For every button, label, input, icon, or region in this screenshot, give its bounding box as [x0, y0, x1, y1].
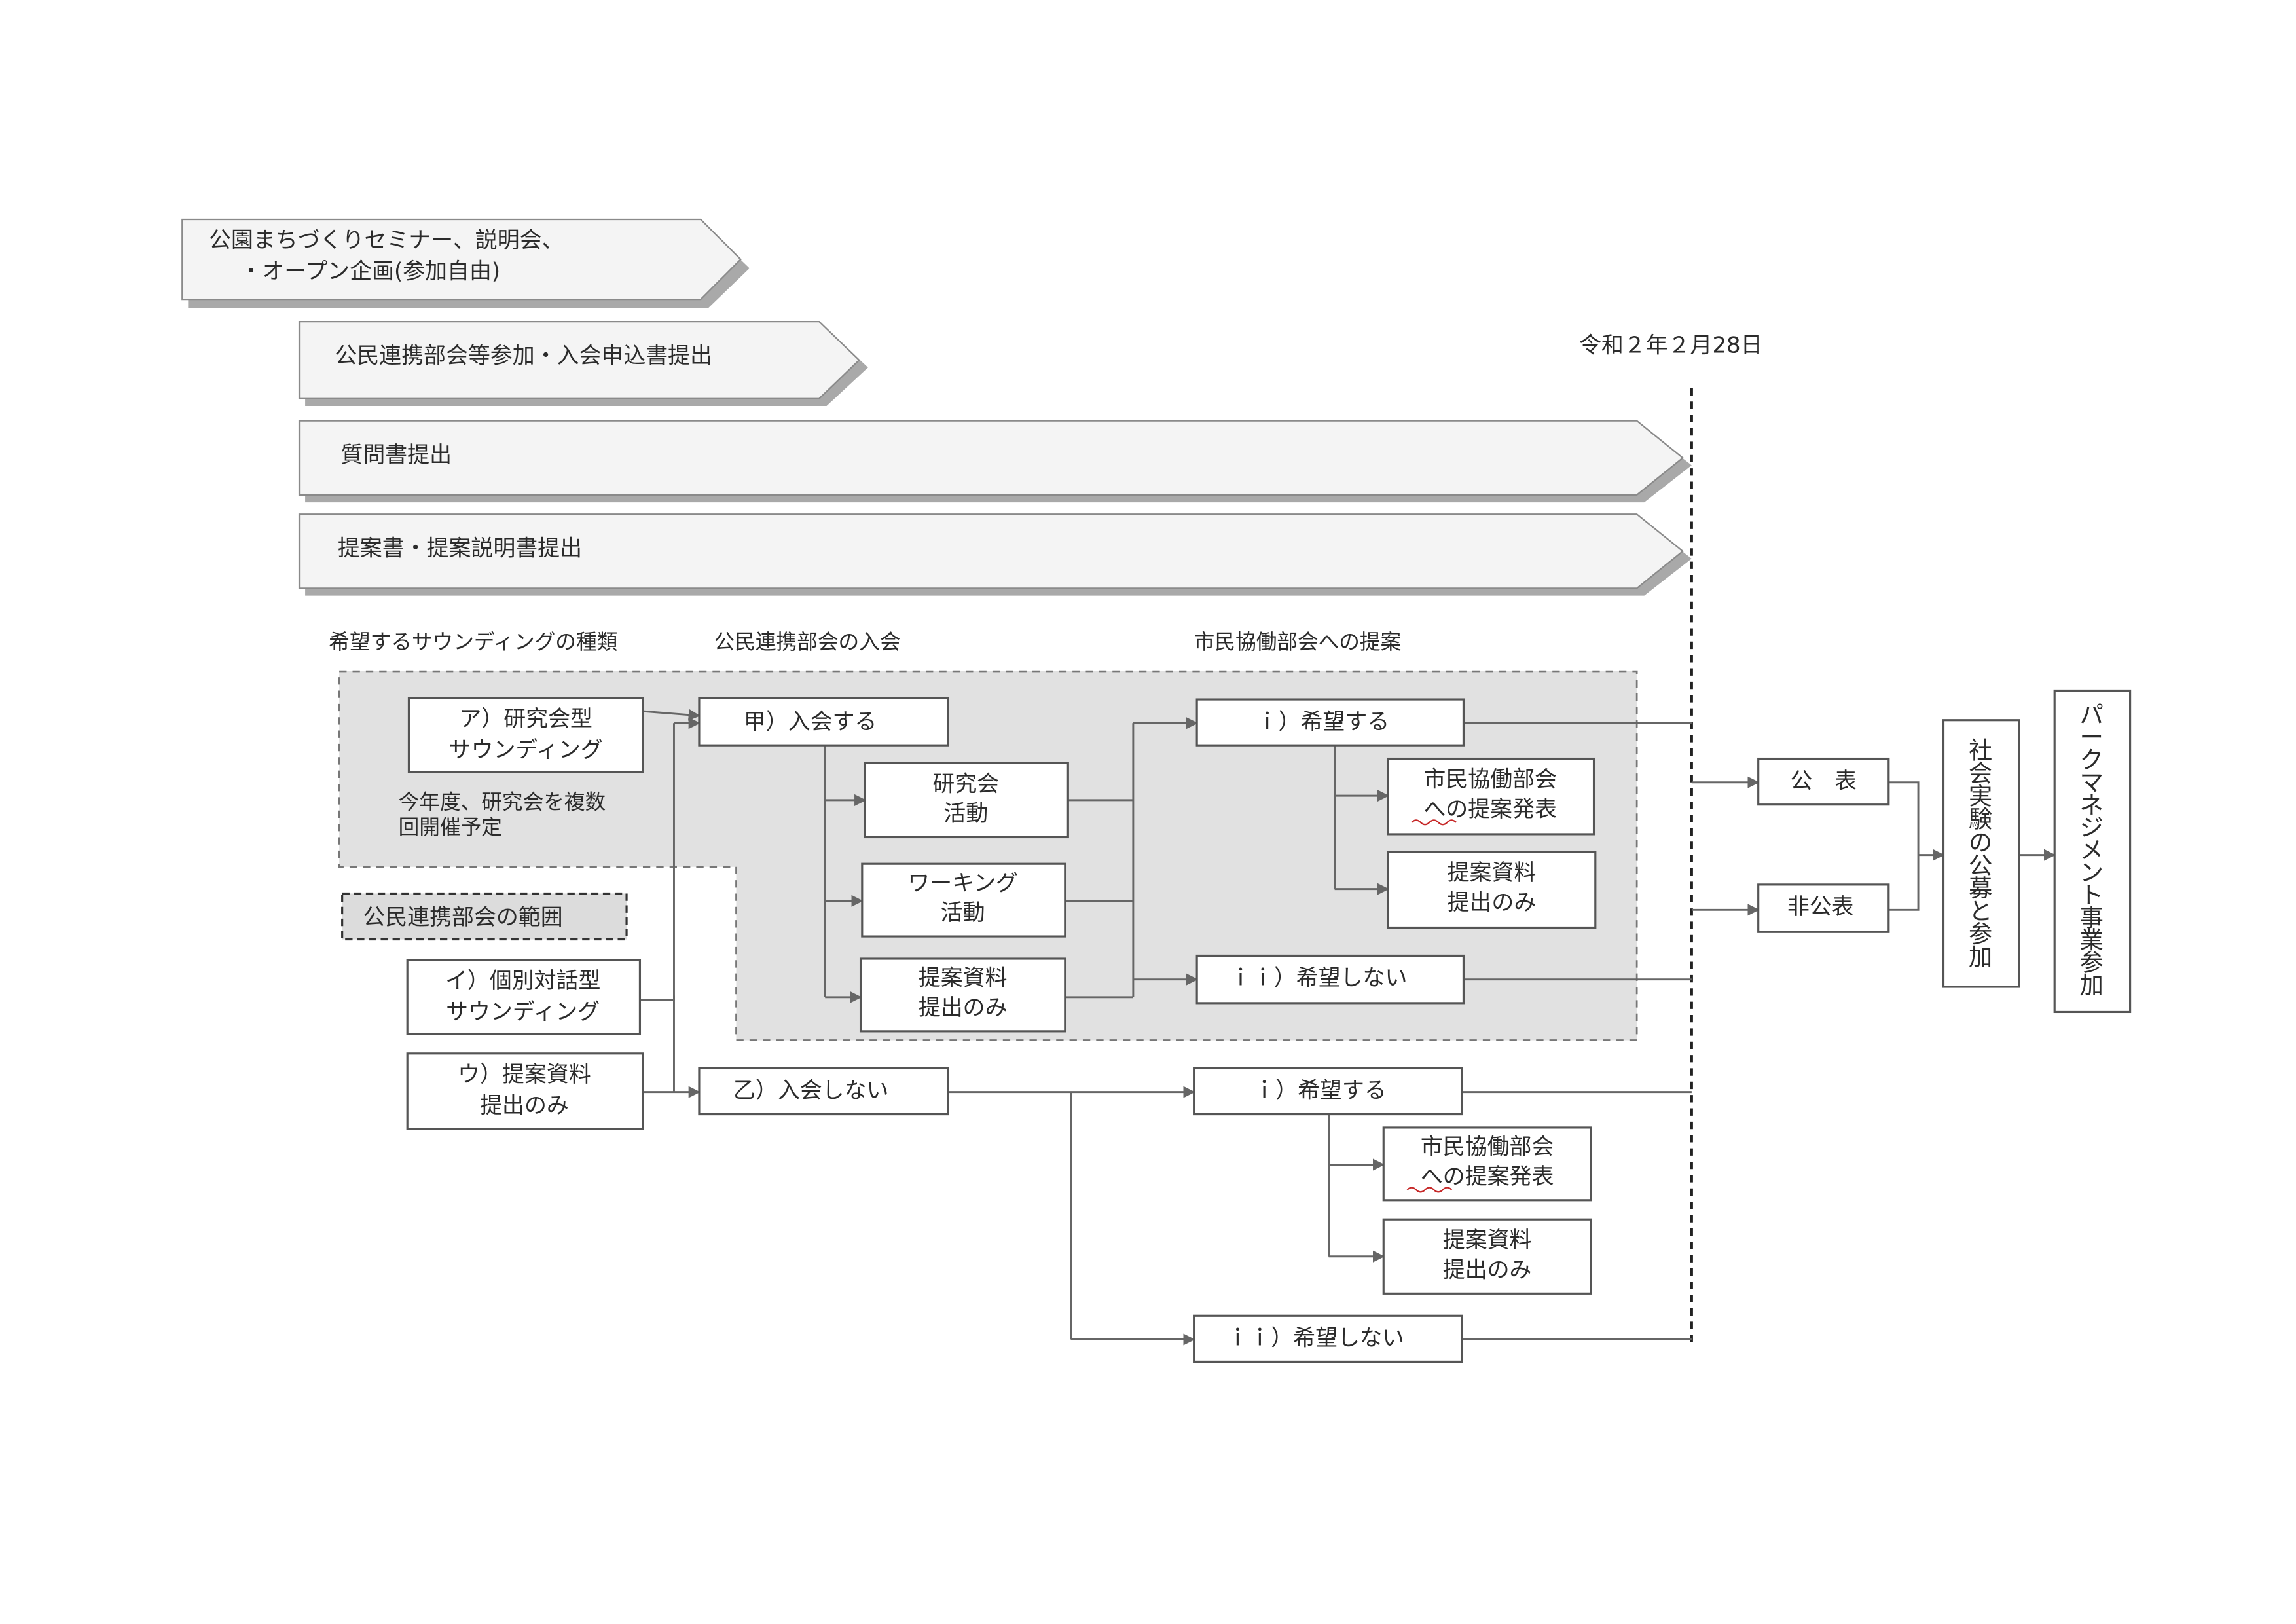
membership-not-join-label: 乙）入会しない — [733, 1079, 888, 1104]
vertical-char: 公 — [1969, 851, 1992, 879]
vertical-char: の — [1969, 828, 1992, 857]
lower-presentation: 市民協働部会 への提案発表 — [1382, 1126, 1592, 1202]
membership-not-join: 乙）入会しない — [698, 1067, 949, 1116]
vertical-char: 社 — [1969, 737, 1992, 765]
activity-working-line1: ワーキング — [907, 871, 1018, 896]
header-sounding-type: 希望するサウンディングの種類 — [329, 631, 617, 654]
activity-research-line1: 研究会 — [932, 771, 999, 797]
vertical-char: ネ — [2080, 791, 2104, 819]
sounding-a-note-line2: 回開催予定 — [399, 816, 502, 840]
sounding-type-u: ウ）提案資料 提出のみ — [406, 1052, 644, 1130]
upper-submit-only: 提案資料 提出のみ — [1387, 851, 1597, 929]
vertical-char: ジ — [2080, 813, 2104, 841]
upper-proposal-not-want: ｉｉ）希望しない — [1195, 954, 1465, 1005]
publication-public: 公 表 — [1757, 757, 1890, 806]
activity-submit-line1: 提案資料 — [919, 966, 1008, 991]
upper-spellcheck-underline — [1411, 819, 1457, 826]
activity-research: 研究会 活動 — [864, 762, 1069, 839]
upper-not-want-label: ｉｉ）希望しない — [1230, 966, 1407, 991]
upper-want-label: ｉ）希望する — [1256, 709, 1390, 735]
sounding-type-a: ア）研究会型 サウンディング — [407, 697, 644, 773]
lower-submit-line2: 提出のみ — [1443, 1257, 1532, 1283]
activity-submit-line2: 提出のみ — [919, 995, 1008, 1021]
membership-join: 甲）入会する — [698, 697, 949, 747]
legend-membership-range: 公民連携部会の範囲 — [341, 892, 628, 941]
sounding-a-line1: ア）研究会型 — [459, 707, 592, 732]
vertical-char: ー — [2080, 724, 2104, 752]
upper-presentation: 市民協働部会 への提案発表 — [1387, 757, 1595, 836]
activity-working: ワーキング 活動 — [861, 862, 1066, 938]
activity-submit-only: 提案資料 提出のみ — [859, 957, 1066, 1033]
vertical-char: マ — [2080, 768, 2104, 796]
phase-arrow-seminar: 公園まちづくりセミナー、説明会、 ・オープン企画(参加自由) — [181, 218, 750, 308]
vertical-char: 事 — [2080, 904, 2104, 932]
upper-submit-line1: 提案資料 — [1448, 860, 1537, 886]
activity-working-line2: 活動 — [941, 900, 985, 926]
sounding-a-line2: サウンディング — [449, 737, 603, 763]
header-proposal: 市民協働部会への提案 — [1194, 631, 1402, 654]
upper-submit-line2: 提出のみ — [1448, 890, 1537, 915]
sounding-i-line2: サウンディング — [446, 1000, 600, 1025]
upper-presentation-line1: 市民協働部会 — [1423, 767, 1557, 793]
deadline-label: 令和２年２月28日 — [1579, 333, 1763, 359]
upper-proposal-want: ｉ）希望する — [1195, 698, 1465, 747]
lower-want-label: ｉ）希望する — [1253, 1079, 1387, 1104]
vertical-char: 加 — [2080, 971, 2104, 999]
sounding-i-line1: イ）個別対話型 — [445, 969, 600, 994]
phase-seminar-line1: 公園まちづくりセミナー、説明会、 — [209, 228, 564, 253]
lower-proposal-not-want: ｉｉ）希望しない — [1193, 1314, 1463, 1363]
phase-application-label: 公民連携部会等参加・入会申込書提出 — [335, 343, 712, 369]
upper-presentation-line2: への提案発表 — [1423, 797, 1557, 822]
sounding-type-i: イ）個別対話型 サウンディング — [406, 959, 642, 1035]
lower-presentation-line1: 市民協働部会 — [1421, 1135, 1554, 1160]
vertical-char: 業 — [2080, 926, 2104, 954]
publication-private: 非公表 — [1757, 883, 1890, 933]
lower-spellcheck-underline — [1406, 1187, 1453, 1193]
lower-submit-line1: 提案資料 — [1443, 1228, 1532, 1253]
membership-zone — [338, 670, 1638, 1041]
vertical-char: 参 — [1969, 920, 1992, 948]
vertical-char: パ — [2080, 701, 2104, 729]
vertical-char: 参 — [2080, 949, 2104, 977]
sounding-u-line1: ウ）提案資料 — [458, 1062, 591, 1088]
membership-join-label: 甲）入会する — [744, 709, 877, 735]
vertical-char: 会 — [1969, 760, 1992, 788]
phase-questions-label: 質問書提出 — [340, 443, 452, 468]
lower-presentation-line2: への提案発表 — [1421, 1164, 1554, 1190]
vertical-char: 加 — [1969, 943, 1992, 971]
phase-proposal-label: 提案書・提案説明書提出 — [338, 536, 582, 562]
activity-research-line2: 活動 — [943, 802, 988, 827]
sounding-u-line2: 提出のみ — [480, 1093, 569, 1118]
vertical-char: ト — [2080, 881, 2104, 909]
vertical-char: と — [1969, 897, 1992, 925]
lower-submit-only: 提案資料 提出のみ — [1382, 1218, 1592, 1295]
vertical-char: ク — [2080, 746, 2104, 774]
publication-public-label: 公 表 — [1790, 769, 1857, 794]
vertical-char: 実 — [1969, 783, 1992, 811]
vertical-char: 募 — [1969, 874, 1992, 902]
lower-not-want-label: ｉｉ）希望しない — [1226, 1326, 1404, 1352]
phase-arrow-application: 公民連携部会等参加・入会申込書提出 — [298, 320, 868, 407]
lower-proposal-want: ｉ）希望する — [1193, 1067, 1463, 1116]
publication-private-label: 非公表 — [1787, 895, 1854, 920]
vertical-char: メ — [2080, 836, 2104, 864]
phase-arrow-proposal: 提案書・提案説明書提出 — [298, 513, 1692, 596]
header-membership: 公民連携部会の入会 — [714, 631, 901, 654]
connectors — [640, 709, 2056, 1346]
phase-seminar-line2: ・オープン企画(参加自由) — [240, 259, 501, 284]
phase-arrow-questions: 質問書提出 — [298, 420, 1692, 503]
vertical-char: 験 — [1969, 805, 1992, 834]
sounding-a-note-line1: 今年度、研究会を複数 — [399, 790, 606, 814]
legend-label: 公民連携部会の範囲 — [363, 905, 562, 931]
vertical-char: ン — [2080, 858, 2104, 887]
